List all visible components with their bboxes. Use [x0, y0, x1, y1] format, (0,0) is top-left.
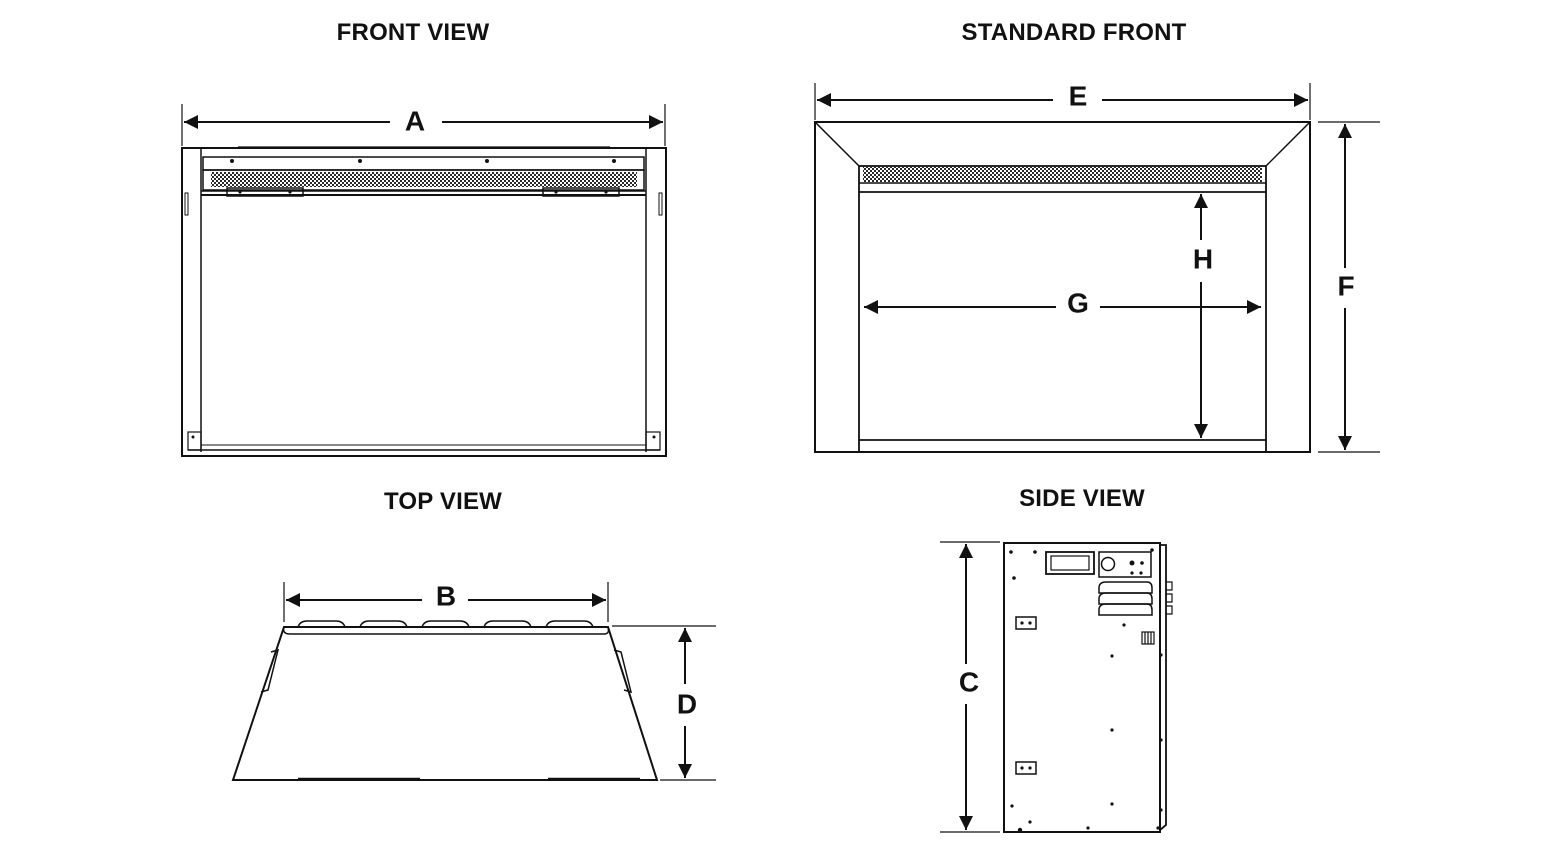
- top-tab-1: [297, 620, 346, 628]
- side-connector-bottom: [1015, 761, 1037, 775]
- standard-front-drawing: [814, 83, 1380, 453]
- front-grille-frame: [202, 169, 645, 191]
- bevel-top-right: [1265, 121, 1311, 167]
- dimension-f: F: [1337, 124, 1355, 450]
- side-knob-icon: [1100, 556, 1116, 572]
- side-flange: [1159, 544, 1167, 831]
- side-louver-2: [1098, 592, 1153, 605]
- front-outer-frame: [181, 147, 667, 457]
- front-view-dots: [191, 159, 656, 439]
- front-bottom-right-foot: [645, 431, 661, 451]
- top-side-clip-left: [260, 648, 280, 693]
- standard-front-title: STANDARD FRONT: [961, 19, 1187, 46]
- top-tab-2: [359, 620, 408, 628]
- front-view-drawing: [181, 104, 667, 457]
- front-mesh-grille: [211, 172, 637, 187]
- side-view-dots: [1009, 548, 1163, 833]
- side-louver-3: [1098, 603, 1153, 616]
- side-handle: [1045, 551, 1095, 575]
- front-view-title: FRONT VIEW: [336, 19, 490, 46]
- front-bracket-right: [542, 187, 620, 197]
- side-connector-top: [1015, 616, 1037, 630]
- dimension-e: E: [817, 80, 1308, 111]
- top-tab-4: [483, 620, 532, 628]
- dimension-f-label: F: [1337, 270, 1354, 301]
- bevel-top-left: [814, 121, 860, 167]
- dimension-h-label: H: [1193, 243, 1213, 274]
- dimension-c-label: C: [959, 666, 979, 697]
- front-top-rail: [202, 156, 645, 171]
- top-view-drawing: [231, 582, 716, 781]
- side-view-drawing: [940, 541, 1173, 833]
- dimension-e-label: E: [1069, 80, 1088, 111]
- surround-inner: [858, 165, 1267, 453]
- side-vent-grille: [1141, 631, 1155, 645]
- side-panel: [1003, 542, 1161, 833]
- front-bracket-left: [226, 187, 304, 197]
- front-left-clip: [184, 192, 189, 216]
- front-right-clip: [658, 192, 663, 216]
- top-view-title: TOP VIEW: [383, 488, 503, 515]
- dimension-b: B: [286, 580, 606, 611]
- side-louver-1: [1098, 581, 1153, 594]
- dimension-a-label: A: [405, 105, 425, 136]
- dimension-h: H: [1193, 194, 1213, 438]
- top-tab-5: [545, 620, 594, 628]
- top-view-body: [231, 626, 659, 781]
- dimension-a: A: [184, 105, 663, 136]
- surround-mesh-grille: [863, 167, 1262, 182]
- dimension-c: C: [959, 544, 979, 830]
- side-view-title: SIDE VIEW: [1019, 485, 1145, 512]
- top-tab-3: [421, 620, 470, 628]
- dimension-g: G: [864, 287, 1261, 318]
- dimension-d: D: [677, 628, 697, 778]
- top-side-clip-right: [613, 649, 633, 694]
- front-bottom-left-foot: [187, 431, 202, 451]
- dimension-d-label: D: [677, 688, 697, 719]
- dimension-b-label: B: [436, 580, 456, 611]
- side-switch-plate: [1098, 551, 1152, 578]
- dimension-g-label: G: [1067, 287, 1089, 318]
